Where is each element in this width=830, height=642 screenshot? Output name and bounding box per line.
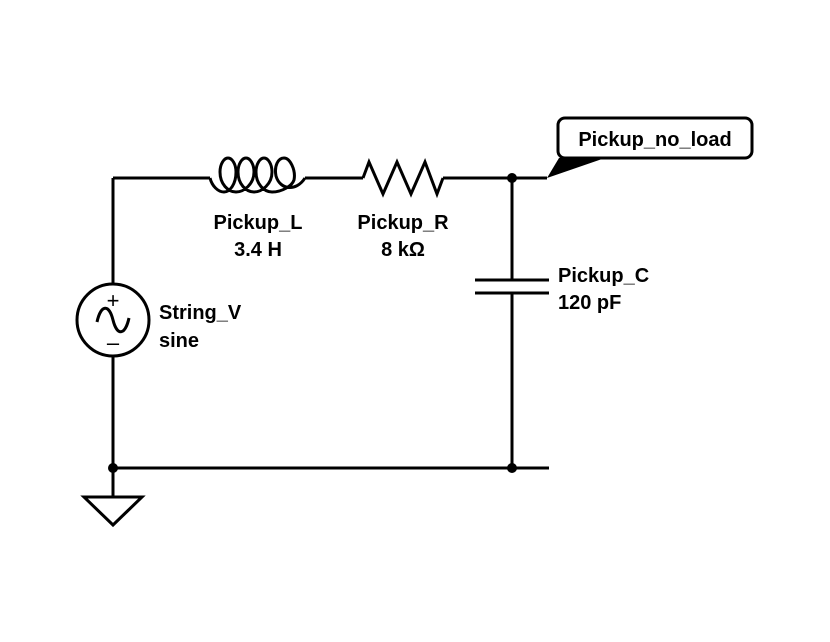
source-branch	[75, 178, 151, 468]
inductor-value: 3.4 H	[234, 239, 282, 261]
junction-dot-top	[507, 173, 517, 183]
resistor-name: Pickup_R	[357, 212, 449, 234]
net-label-pointer	[547, 158, 605, 178]
resistor-symbol	[361, 158, 445, 199]
source-plus-sign: +	[107, 288, 120, 313]
junction-dot-bottom-left	[108, 463, 118, 473]
inductor-name: Pickup_L	[214, 212, 303, 234]
junction-dot-bottom-right	[507, 463, 517, 473]
sine-wave-icon	[95, 306, 131, 334]
resistor-value: 8 kΩ	[381, 239, 425, 261]
ground-icon	[80, 468, 146, 528]
net-label-text: Pickup_no_load	[578, 129, 731, 151]
net-label-box	[556, 116, 754, 160]
source-minus-sign: –	[107, 330, 120, 355]
capacitor-name: Pickup_C	[558, 265, 649, 287]
source-name: String_V	[159, 302, 242, 324]
capacitor-value: 120 pF	[558, 292, 621, 314]
source-value: sine	[159, 330, 199, 352]
inductor-coil	[208, 156, 307, 194]
net-label-flag: Pickup_no_load	[547, 116, 754, 178]
capacitor-branch	[475, 178, 549, 468]
